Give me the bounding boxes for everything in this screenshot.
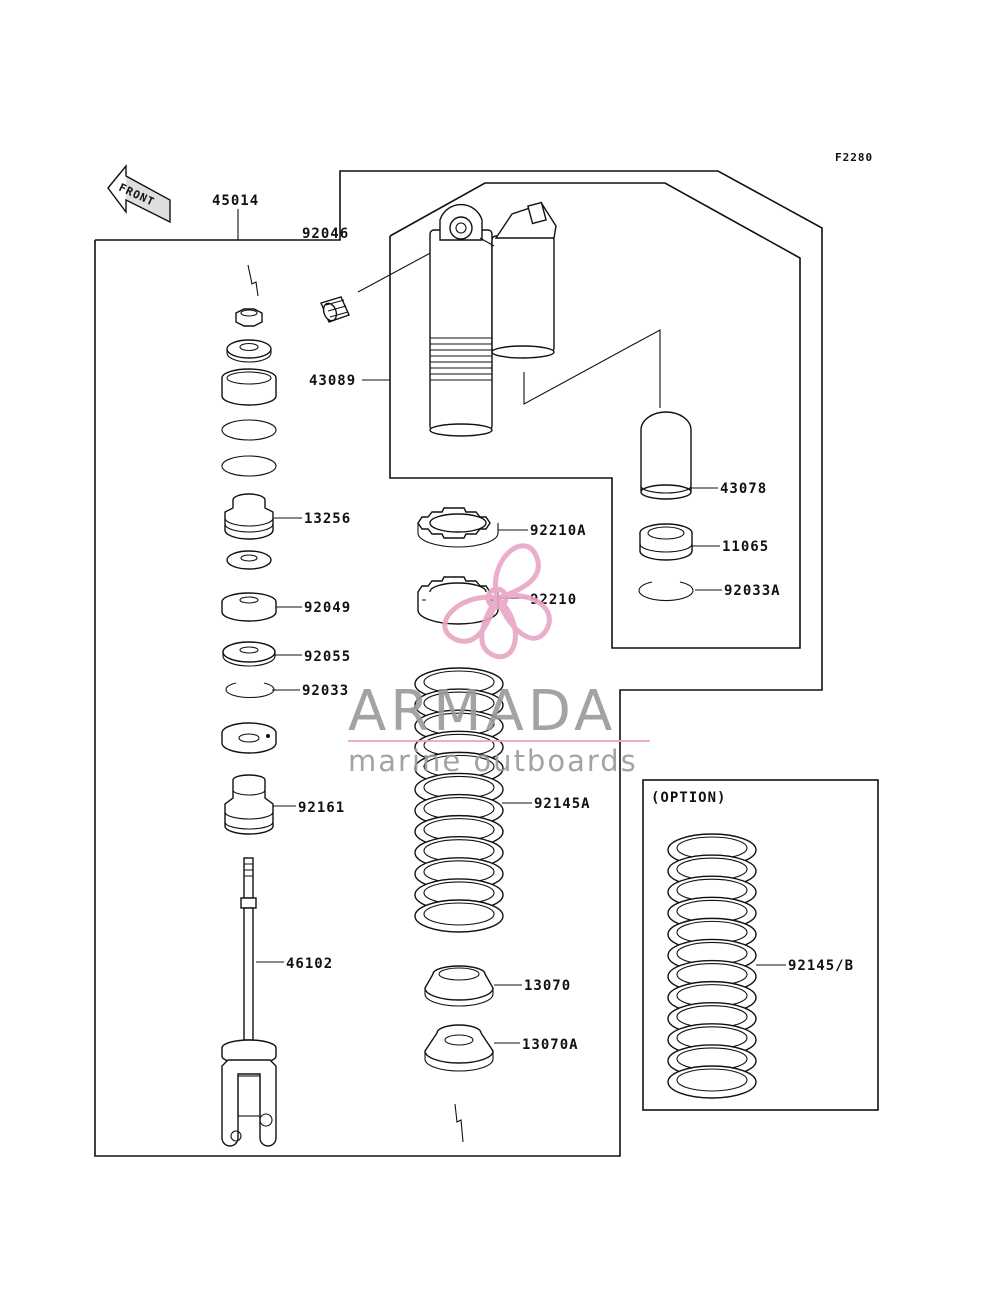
washer-top-part — [226, 339, 272, 363]
front-arrow-icon: FRONT — [107, 164, 171, 224]
spring-coil-inner — [676, 1068, 748, 1092]
watermark-tagline: marine outboards — [348, 744, 638, 778]
label-43089: 43089 — [309, 373, 356, 389]
nut-part — [235, 308, 263, 327]
label-92033A: 92033A — [724, 583, 781, 599]
cap-part — [221, 722, 277, 754]
washer-mid-part — [226, 550, 272, 570]
figure-code: F2280 — [835, 151, 873, 164]
label-43078: 43078 — [720, 481, 767, 497]
rod-part — [221, 857, 277, 1147]
spring-coil — [667, 1065, 757, 1099]
label-46102: 46102 — [286, 956, 333, 972]
o-ring-1 — [221, 419, 277, 441]
label-92046: 92046 — [302, 226, 349, 242]
circlip-92033-part — [225, 682, 275, 699]
washer-92049-part — [221, 592, 277, 622]
label-92161: 92161 — [298, 800, 345, 816]
label-92145B: 92145/B — [788, 958, 854, 974]
label-13070A: 13070A — [522, 1037, 579, 1053]
label-45014: 45014 — [212, 193, 259, 209]
option-label: (OPTION) — [651, 790, 726, 806]
bump-rubber-part — [224, 774, 274, 835]
spring-coil — [414, 899, 504, 933]
spring-coil-inner — [423, 902, 495, 926]
reservoir-circlip-part — [638, 581, 694, 602]
label-92049: 92049 — [304, 600, 351, 616]
spring-guide-a-part — [424, 1024, 494, 1072]
o-ring-2 — [221, 455, 277, 477]
label-92210A: 92210A — [530, 523, 587, 539]
bushing-part — [320, 296, 350, 323]
shock-outline — [389, 182, 801, 649]
reservoir-cap-part — [639, 523, 693, 561]
label-92033: 92033 — [302, 683, 349, 699]
option-spring-part — [667, 833, 757, 1099]
locknut-a-part — [417, 507, 499, 548]
label-92145A: 92145A — [534, 796, 591, 812]
washer-92055-part — [222, 641, 276, 667]
watermark-brand: ARMADA — [348, 679, 616, 744]
reservoir-part — [640, 411, 692, 500]
spring-guide-part — [424, 965, 494, 1007]
assembly-outline — [94, 170, 823, 1157]
shock-body-part — [429, 201, 557, 437]
label-92055: 92055 — [304, 649, 351, 665]
label-11065: 11065 — [722, 539, 769, 555]
spring-part — [414, 667, 504, 933]
label-13070: 13070 — [524, 978, 571, 994]
option-box — [642, 779, 879, 1111]
propeller-logo-icon — [442, 543, 552, 659]
seal-part — [224, 493, 274, 540]
armada-watermark: ARMADA marine outboards — [348, 543, 650, 778]
collar-part — [221, 368, 277, 406]
label-13256: 13256 — [304, 511, 351, 527]
